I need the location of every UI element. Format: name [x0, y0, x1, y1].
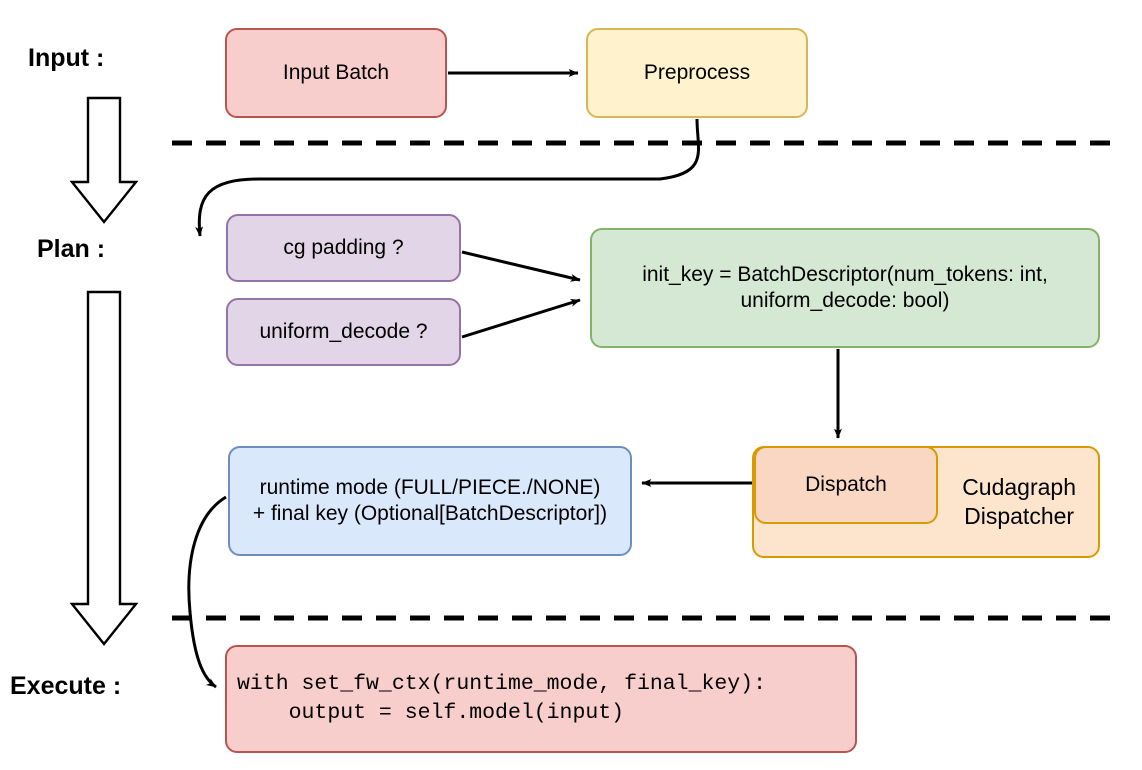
stage-label-plan: Plan : — [37, 235, 106, 263]
edge-preprocess-to-cg-padding — [195, 118, 701, 237]
node-init-key-label: init_key = BatchDescriptor(num_tokens: i… — [642, 262, 1048, 312]
node-cg-padding[interactable]: cg padding ? — [226, 214, 461, 282]
block-arrow-plan-to-execute — [69, 290, 139, 646]
edge-uniform-decode-to-init-key — [461, 298, 581, 339]
stage-label-input: Input : — [28, 44, 105, 72]
node-runtime-mode[interactable]: runtime mode (FULL/PIECE./NONE) + final … — [228, 446, 632, 556]
edge-cg-padding-to-init-key — [461, 250, 581, 282]
node-preprocess-label: Preprocess — [643, 60, 751, 84]
stage-label-execute: Execute : — [10, 672, 122, 700]
node-init-key[interactable]: init_key = BatchDescriptor(num_tokens: i… — [590, 228, 1100, 348]
node-execute-code-label: with set_fw_ctx(runtime_mode, final_key)… — [237, 671, 766, 725]
node-dispatch-label: Dispatch — [805, 472, 887, 496]
node-execute-code[interactable]: with set_fw_ctx(runtime_mode, final_key)… — [225, 645, 857, 753]
node-preprocess[interactable]: Preprocess — [586, 28, 808, 118]
node-dispatch[interactable]: Dispatch — [754, 446, 938, 524]
block-arrow-input-to-plan — [69, 96, 139, 224]
edge-runtime-mode-to-execute-code — [187, 495, 227, 689]
node-input-batch-label: Input Batch — [282, 60, 390, 84]
node-input-batch[interactable]: Input Batch — [225, 28, 447, 118]
node-cg-padding-label: cg padding ? — [283, 235, 404, 259]
node-runtime-mode-label: runtime mode (FULL/PIECE./NONE) + final … — [252, 475, 608, 525]
node-uniform-decode[interactable]: uniform_decode ? — [226, 298, 461, 366]
node-uniform-decode-label: uniform_decode ? — [259, 319, 428, 343]
node-cudagraph-dispatcher-label: Cudagraph Dispatcher — [962, 474, 1076, 529]
